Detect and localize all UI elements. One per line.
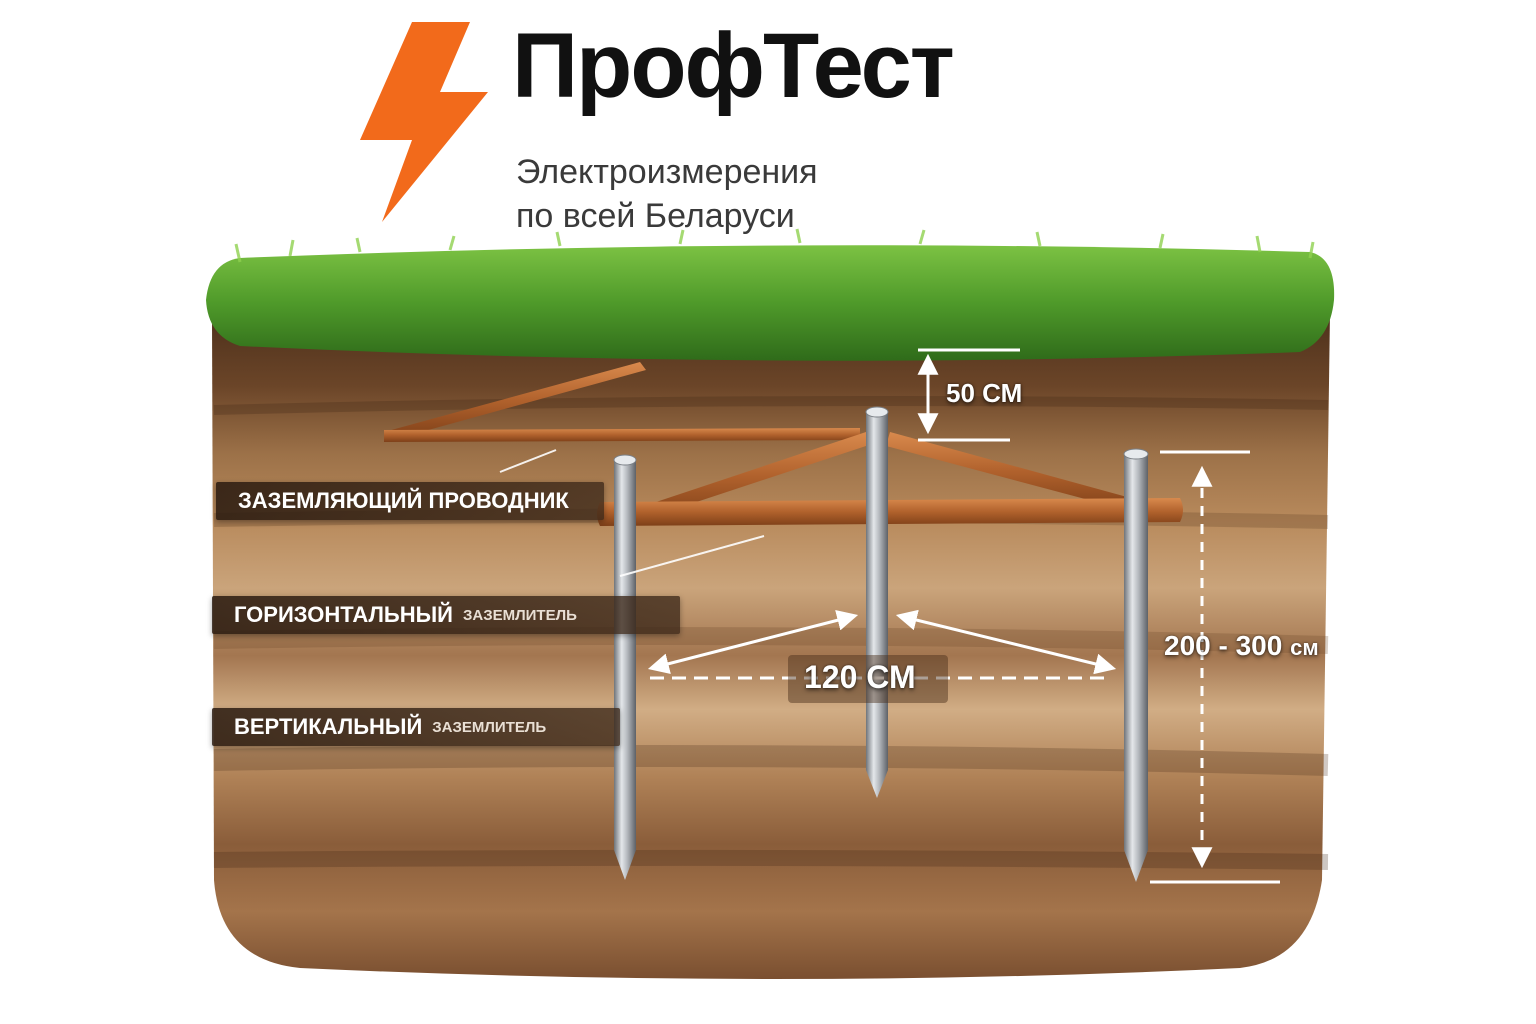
spacing-unit: СМ xyxy=(866,659,916,695)
grass-blades xyxy=(234,228,1315,263)
horizontal-electrode xyxy=(597,498,1183,526)
label-conductor-main: ЗАЗЕМЛЯЮЩИЙ ПРОВОДНИК xyxy=(238,488,569,513)
label-grounding-conductor: ЗАЗЕМЛЯЮЩИЙ ПРОВОДНИК xyxy=(216,482,604,520)
tagline-line-1: Электроизмерения xyxy=(516,153,818,191)
depth-value-label: 50 СМ xyxy=(946,378,1022,409)
label-vertical-electrode: ВЕРТИКАЛЬНЫЙ ЗАЗЕМЛИТЕЛЬ xyxy=(212,708,620,746)
rod-length-value-label: 200 - 300 см xyxy=(1164,630,1319,662)
lightning-bolt-icon xyxy=(360,22,488,222)
label-vertical-main: ВЕРТИКАЛЬНЫЙ xyxy=(234,714,423,739)
label-horizontal-main: ГОРИЗОНТАЛЬНЫЙ xyxy=(234,602,453,627)
brand-title: ПрофТест xyxy=(512,15,955,117)
vertical-rod-center xyxy=(865,406,889,798)
label-leaders xyxy=(499,449,765,577)
depth-unit: СМ xyxy=(982,378,1023,408)
rod-length-dimension xyxy=(1150,450,1280,884)
label-horizontal-sub: ЗАЗЕМЛИТЕЛЬ xyxy=(462,606,577,624)
depth-value: 50 xyxy=(946,378,975,408)
spacing-dimension xyxy=(647,609,1117,680)
depth-dimension xyxy=(917,348,1020,442)
spacing-value: 120 xyxy=(804,659,858,695)
spacing-value-label: 120 СМ xyxy=(804,659,916,696)
rod-length-value: 200 - 300 xyxy=(1164,630,1283,661)
tagline-line-2: по всей Беларуси xyxy=(516,197,795,235)
connection-strips xyxy=(626,432,1138,522)
brand-tagline: Электроизмерения по всей Беларуси xyxy=(516,150,818,238)
label-horizontal-electrode: ГОРИЗОНТАЛЬНЫЙ ЗАЗЕМЛИТЕЛЬ xyxy=(212,596,680,634)
grounding-conductor xyxy=(384,362,860,442)
vertical-rod-right xyxy=(1123,448,1149,882)
spacing-label-backdrop xyxy=(788,655,948,703)
rod-length-unit: см xyxy=(1290,635,1319,660)
grass-layer xyxy=(206,245,1335,361)
vertical-rod-left xyxy=(613,454,637,880)
label-vertical-sub: ЗАЗЕМЛИТЕЛЬ xyxy=(432,718,547,736)
